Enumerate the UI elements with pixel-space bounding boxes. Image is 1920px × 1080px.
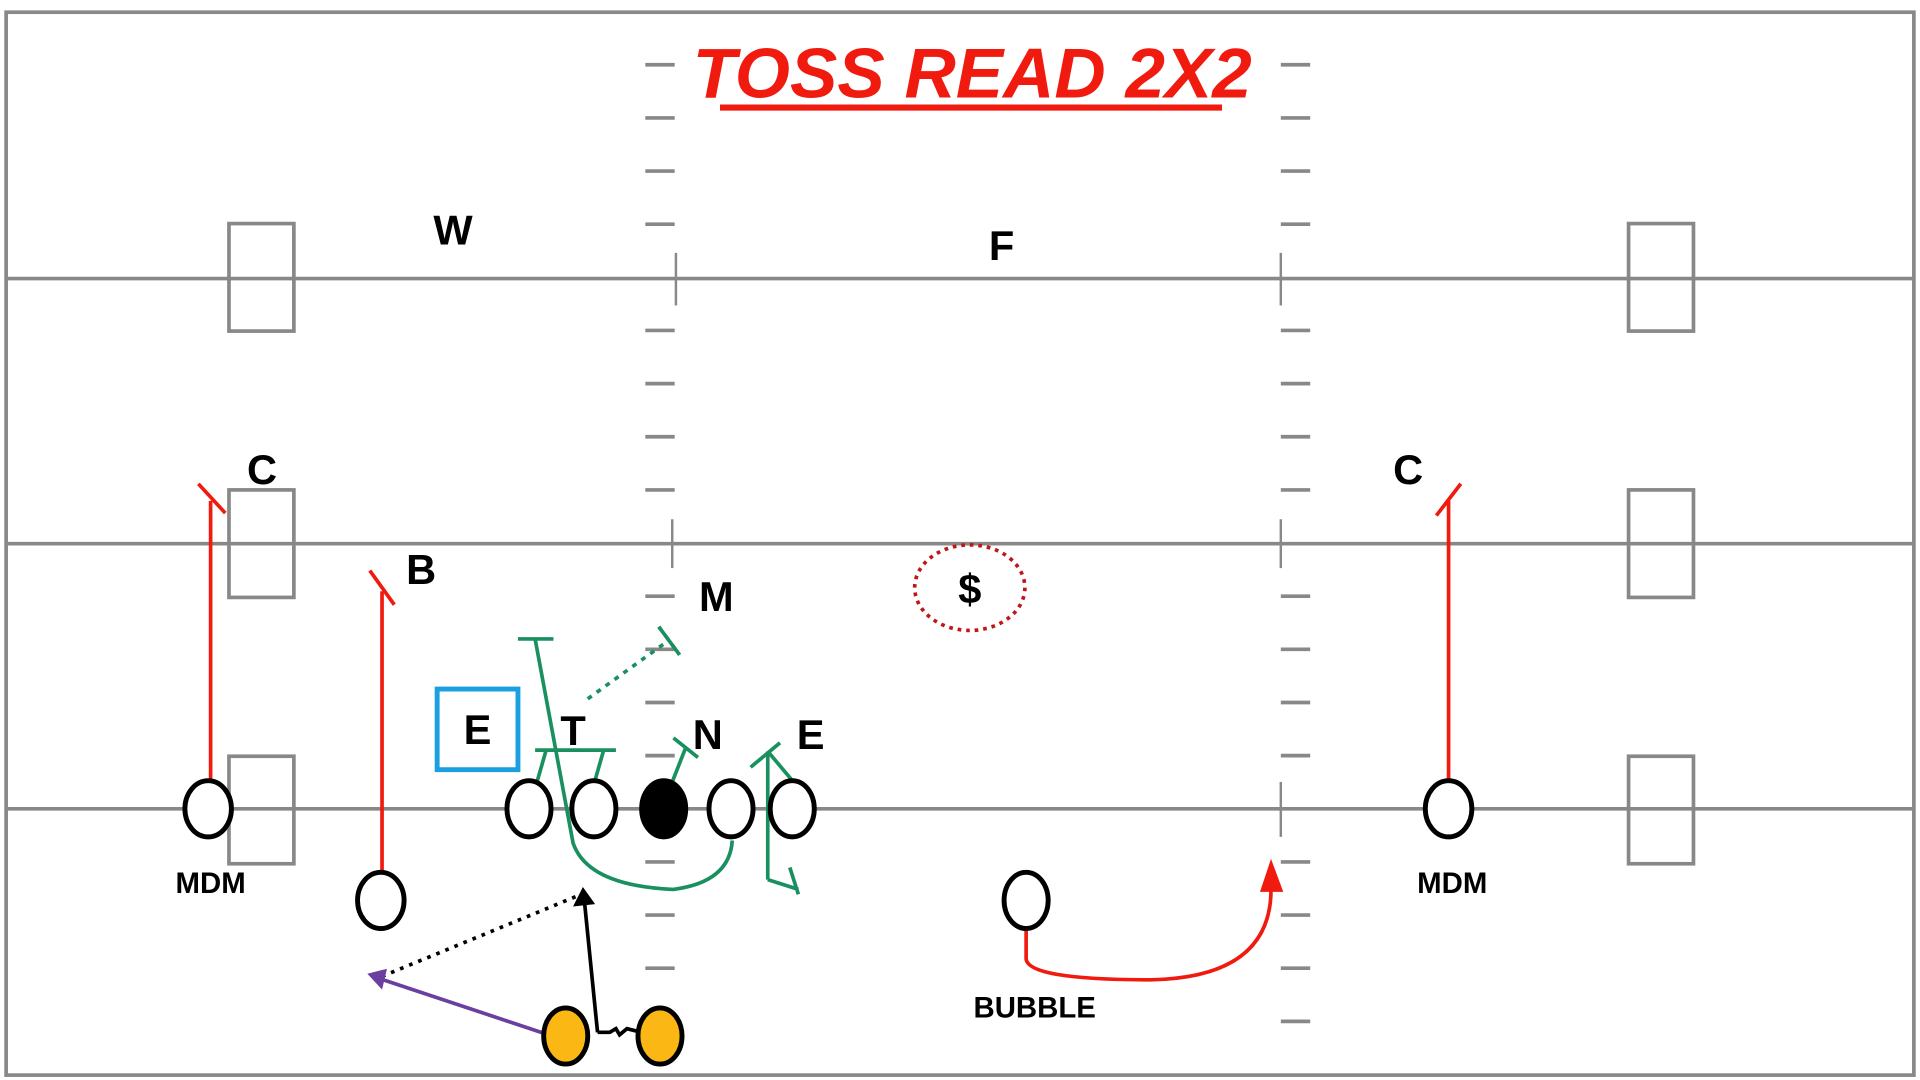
label-e-right: E: [797, 711, 825, 758]
bubble-arrow-icon: [1260, 858, 1284, 892]
route-right-c: [1434, 482, 1463, 782]
blocking-scheme: [517, 625, 801, 895]
red-routes: [197, 482, 1463, 982]
label-mdm-right: MDM: [1417, 867, 1487, 900]
toss-path: [379, 976, 546, 1036]
player-lg: [569, 778, 619, 840]
player-right-slot: [1001, 869, 1051, 931]
route-bubble: [1024, 889, 1273, 982]
play-title: TOSS READ 2X2: [693, 35, 1252, 114]
label-n: N: [693, 711, 723, 758]
player-qb: [541, 1005, 591, 1067]
player-rb: [635, 1005, 685, 1067]
label-bubble: BUBBLE: [973, 992, 1095, 1025]
read-key-box: [434, 686, 521, 773]
toss-arrow-icon: [367, 968, 387, 990]
player-left-wr: [182, 778, 234, 840]
route-b: [368, 569, 396, 873]
label-money: $: [958, 566, 981, 613]
field: [4, 10, 1916, 1077]
player-left-slot: [355, 869, 407, 931]
player-rg: [706, 778, 756, 840]
label-mdm-left: MDM: [176, 867, 246, 900]
offense-players: [182, 778, 1475, 1067]
player-right-wr: [1422, 778, 1475, 840]
player-center: [639, 778, 689, 840]
label-m: M: [699, 573, 734, 620]
label-c-left: C: [247, 446, 277, 493]
label-e-left: E: [464, 706, 492, 753]
label-w: W: [433, 206, 473, 253]
hash-marks: [645, 62, 1311, 1024]
label-b: B: [406, 546, 436, 593]
player-rt: [767, 778, 817, 840]
route-left-c: [197, 482, 227, 782]
label-t: T: [560, 707, 585, 754]
label-c-right: C: [1393, 446, 1423, 493]
qb-arrow-icon: [573, 886, 596, 907]
number-boxes: [227, 221, 1696, 866]
pitch-path: [378, 895, 577, 980]
player-lt: [504, 778, 554, 840]
qb-path: [582, 897, 638, 1038]
label-f: F: [989, 222, 1014, 269]
